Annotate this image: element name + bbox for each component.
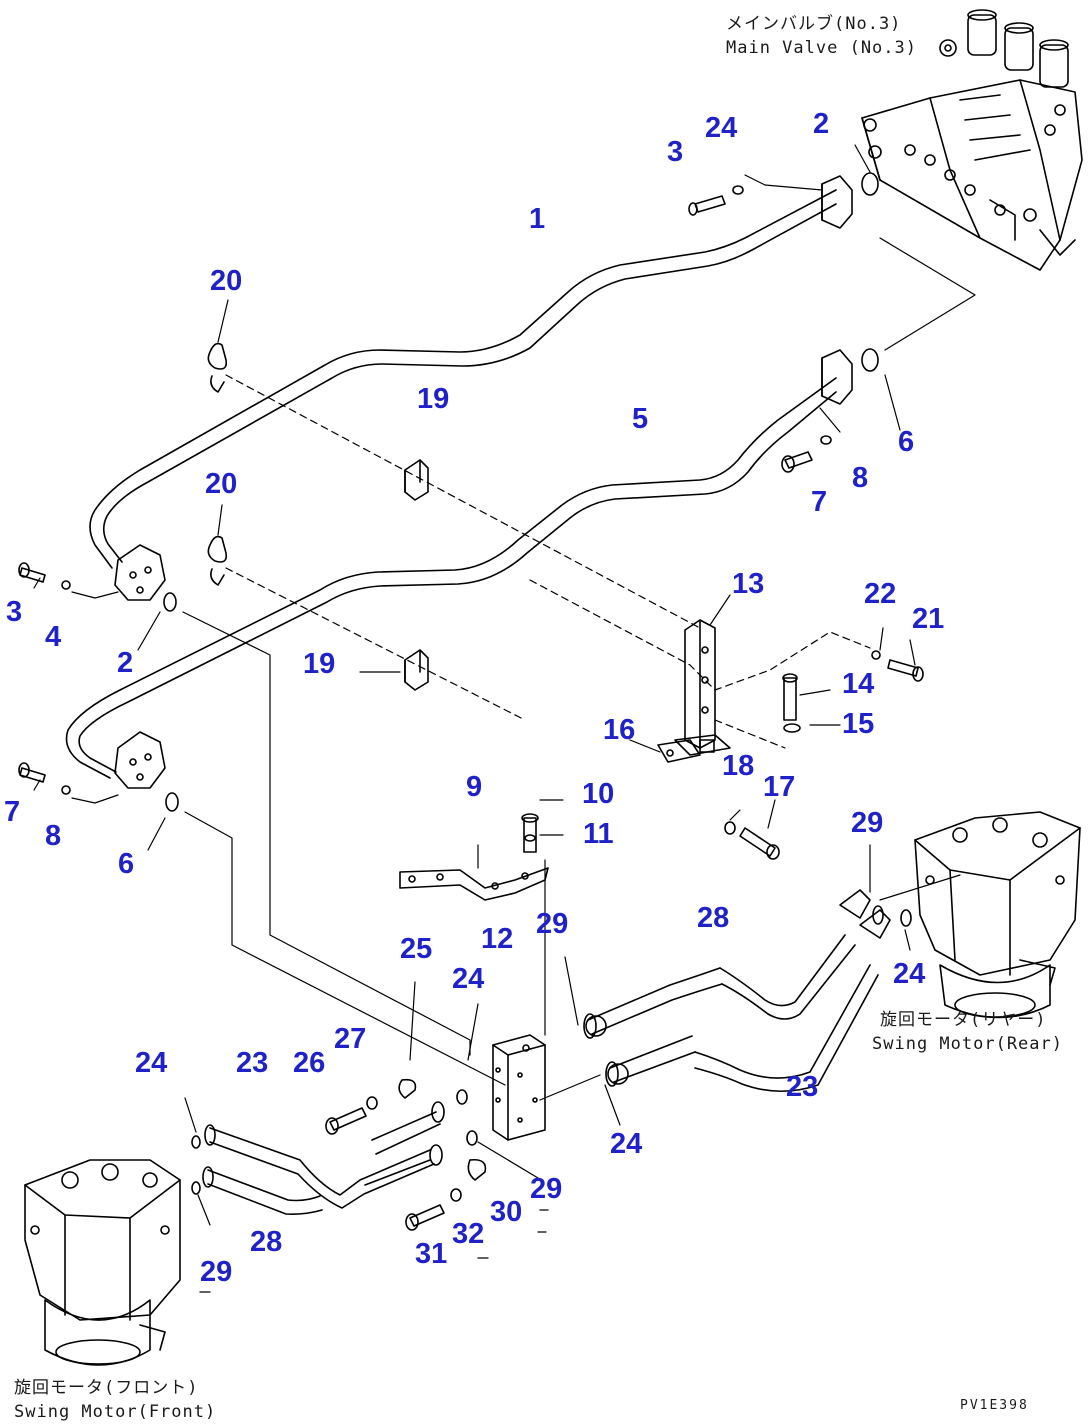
part-label: 10 xyxy=(582,778,615,810)
block-12 xyxy=(492,1034,546,1141)
part-label: 7 xyxy=(4,796,21,828)
part-label: 20 xyxy=(210,265,243,297)
swing-motor-front-caption-en: Swing Motor(Front) xyxy=(14,1402,217,1422)
part-label: 28 xyxy=(250,1226,283,1258)
part-label: 3 xyxy=(6,596,23,628)
part-label: 25 xyxy=(400,933,433,965)
swing-motor-rear-caption-en: Swing Motor(Rear) xyxy=(872,1034,1063,1054)
part-label: 13 xyxy=(732,568,765,600)
part-label: 21 xyxy=(912,603,945,635)
part-label: 20 xyxy=(205,468,238,500)
part-label: 29 xyxy=(530,1173,563,1205)
part-label: 5 xyxy=(632,403,649,435)
swing-motor-front-caption-jp: 旋回モータ(フロント) xyxy=(14,1378,199,1398)
swing-motor-rear-drawing xyxy=(914,811,1081,1019)
part-label: 18 xyxy=(722,750,755,782)
part-label: 8 xyxy=(45,820,62,852)
part-label: 2 xyxy=(813,108,830,140)
part-label: 11 xyxy=(583,818,614,850)
part-label: 24 xyxy=(135,1047,168,1079)
part-label: 19 xyxy=(417,383,450,415)
part-label: 24 xyxy=(610,1128,643,1160)
part-label: 26 xyxy=(293,1047,326,1079)
pipe-5 xyxy=(65,349,853,789)
part-label: 29 xyxy=(200,1256,233,1288)
part-label: 22 xyxy=(864,578,897,610)
part-label: 24 xyxy=(893,958,926,990)
part-label: 6 xyxy=(898,426,915,458)
part-label: 17 xyxy=(763,771,796,803)
main-valve-drawing xyxy=(861,9,1083,271)
main-valve-caption-en: Main Valve (No.3) xyxy=(726,38,917,58)
fasteners xyxy=(18,172,879,812)
part-label: 24 xyxy=(705,112,738,144)
part-label: 4 xyxy=(45,621,62,653)
part-label: 9 xyxy=(466,771,483,803)
part-label: 16 xyxy=(603,714,636,746)
hoses-front xyxy=(191,1078,487,1231)
part-label: 29 xyxy=(536,908,569,940)
part-label: 23 xyxy=(786,1071,819,1103)
part-label: 32 xyxy=(452,1218,485,1250)
leader-lines xyxy=(33,144,976,1293)
part-label: 15 xyxy=(842,708,875,740)
part-label: 2 xyxy=(117,647,134,679)
swing-motor-rear-caption-jp: 旋回モータ(リヤー) xyxy=(880,1010,1047,1030)
part-label: 28 xyxy=(697,902,730,934)
pipe-1 xyxy=(89,175,853,601)
drawing-code: PV1E398 xyxy=(960,1398,1029,1413)
part-label: 6 xyxy=(118,848,135,880)
part-label: 27 xyxy=(334,1023,367,1055)
part-label: 30 xyxy=(490,1196,523,1228)
part-label: 23 xyxy=(236,1047,269,1079)
part-label: 31 xyxy=(415,1238,448,1270)
main-valve-caption-jp: メインバルブ(No.3) xyxy=(726,14,902,34)
hoses-rear xyxy=(583,889,912,1093)
part-label: 3 xyxy=(667,136,684,168)
part-label: 7 xyxy=(811,486,828,518)
part-label: 24 xyxy=(452,963,485,995)
part-label: 8 xyxy=(852,462,869,494)
part-label: 1 xyxy=(529,203,546,235)
part-label: 19 xyxy=(303,648,336,680)
part-label: 29 xyxy=(851,807,884,839)
part-label: 14 xyxy=(842,668,875,700)
swing-motor-front-drawing xyxy=(24,1159,181,1366)
part-label: 12 xyxy=(481,923,514,955)
